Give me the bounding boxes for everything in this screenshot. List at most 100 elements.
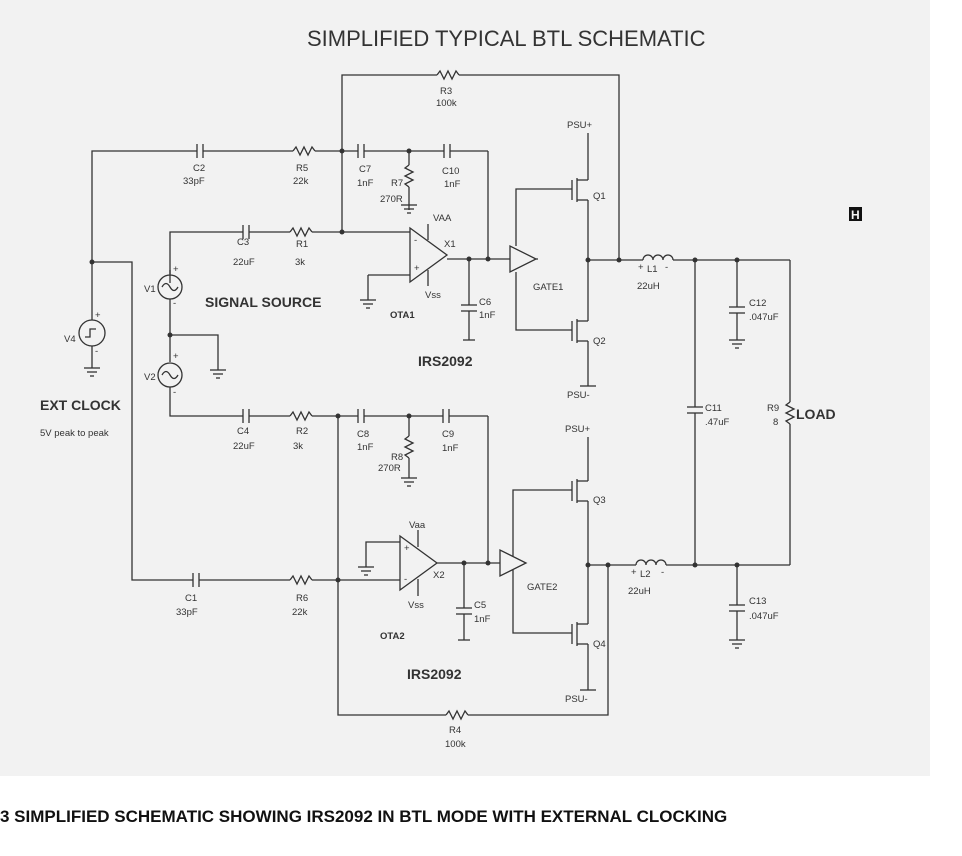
r4-feedback-resistor: R4 100k xyxy=(337,416,609,750)
svg-text:-: - xyxy=(95,346,98,357)
c6-capacitor: C6 1nF xyxy=(461,259,496,341)
c8-r8-c9-network: C8 1nF R8 270R C9 1nF xyxy=(357,409,489,563)
svg-text:R6: R6 xyxy=(296,593,308,604)
svg-text:1nF: 1nF xyxy=(357,178,374,189)
svg-text:R8: R8 xyxy=(391,452,403,463)
svg-text:22k: 22k xyxy=(292,607,308,618)
svg-text:+: + xyxy=(95,310,101,321)
svg-text:100k: 100k xyxy=(436,98,457,109)
side-mark: H xyxy=(851,208,860,222)
svg-text:R1: R1 xyxy=(296,239,308,250)
svg-text:OTA2: OTA2 xyxy=(380,631,405,642)
svg-text:1nF: 1nF xyxy=(474,614,491,625)
svg-text:L1: L1 xyxy=(647,264,658,275)
svg-text:270R: 270R xyxy=(380,194,403,205)
svg-text:R9: R9 xyxy=(767,403,779,414)
svg-text:R4: R4 xyxy=(449,725,461,736)
svg-text:C2: C2 xyxy=(193,163,205,174)
ext-clock-label: EXT CLOCK xyxy=(40,397,121,413)
svg-text:C4: C4 xyxy=(237,426,249,437)
svg-text:C12: C12 xyxy=(749,298,766,309)
svg-text:Vaa: Vaa xyxy=(409,520,426,531)
svg-text:V2: V2 xyxy=(144,372,156,383)
svg-text:-: - xyxy=(665,262,668,273)
svg-text:+: + xyxy=(414,263,420,274)
svg-text:VAA: VAA xyxy=(433,213,452,224)
ota2-amplifier: + - Vaa X2 Vss OTA2 xyxy=(357,520,500,642)
svg-text:C9: C9 xyxy=(442,429,454,440)
svg-text:1nF: 1nF xyxy=(444,179,461,190)
svg-text:Vss: Vss xyxy=(408,600,424,611)
svg-text:-: - xyxy=(404,574,407,585)
q3-mosfet: PSU+ Q3 xyxy=(565,424,606,565)
scanned-schematic-area xyxy=(0,0,930,776)
svg-text:-: - xyxy=(414,235,417,246)
svg-text:Q1: Q1 xyxy=(593,191,606,202)
svg-text:Vss: Vss xyxy=(425,290,441,301)
svg-text:1nF: 1nF xyxy=(357,442,374,453)
r9-load-resistor: R9 8 LOAD xyxy=(767,260,836,565)
svg-text:C10: C10 xyxy=(442,166,459,177)
svg-text:+: + xyxy=(173,264,179,275)
q1-mosfet: PSU+ Q1 xyxy=(567,120,606,260)
gate1-driver: GATE1 xyxy=(509,188,572,331)
ota1-amplifier: - + VAA X1 Vss OTA1 xyxy=(359,213,510,321)
gate2-driver: GATE2 xyxy=(499,489,572,634)
svg-text:-: - xyxy=(173,387,176,398)
svg-text:X2: X2 xyxy=(433,570,445,581)
svg-text:GATE1: GATE1 xyxy=(533,282,563,293)
svg-text:X1: X1 xyxy=(444,239,456,250)
svg-text:+: + xyxy=(631,567,637,578)
svg-text:3k: 3k xyxy=(293,441,303,452)
svg-text:C7: C7 xyxy=(359,164,371,175)
q2-mosfet: Q2 PSU- xyxy=(567,260,606,401)
svg-text:OTA1: OTA1 xyxy=(390,310,415,321)
ext-clock-subtitle: 5V peak to peak xyxy=(40,428,109,439)
c2-r5-path: C2 33pF R5 22k xyxy=(91,144,358,262)
svg-text:33pF: 33pF xyxy=(176,607,198,618)
svg-text:+: + xyxy=(638,262,644,273)
svg-text:33pF: 33pF xyxy=(183,176,205,187)
svg-text:PSU-: PSU- xyxy=(565,694,588,705)
svg-text:R5: R5 xyxy=(296,163,308,174)
v1-signal-source: V1 + - xyxy=(144,264,183,362)
svg-text:+: + xyxy=(404,543,410,554)
c12-capacitor: C12 .047uF xyxy=(728,260,779,349)
svg-text:8: 8 xyxy=(773,417,778,428)
svg-text:.047uF: .047uF xyxy=(749,611,779,622)
svg-text:V4: V4 xyxy=(64,334,76,345)
svg-text:Q2: Q2 xyxy=(593,336,606,347)
svg-text:GATE2: GATE2 xyxy=(527,582,557,593)
signal-source-label: SIGNAL SOURCE xyxy=(205,294,321,310)
figure-caption: 3 SIMPLIFIED SCHEMATIC SHOWING IRS2092 I… xyxy=(0,807,728,826)
svg-text:Q3: Q3 xyxy=(593,495,606,506)
svg-text:-: - xyxy=(661,567,664,578)
c13-capacitor: C13 .047uF xyxy=(728,565,779,649)
irs2092-top-label: IRS2092 xyxy=(418,353,473,369)
svg-text:22uH: 22uH xyxy=(628,586,651,597)
svg-text:.047uF: .047uF xyxy=(749,312,779,323)
source-midpoint-ground-wire xyxy=(170,334,219,370)
svg-text:C8: C8 xyxy=(357,429,369,440)
svg-text:C1: C1 xyxy=(185,593,197,604)
c7-r7-c10-network: C7 1nF R7 270R C10 1nF xyxy=(357,144,489,259)
svg-text:22uF: 22uF xyxy=(233,441,255,452)
svg-text:PSU+: PSU+ xyxy=(567,120,593,131)
svg-text:1nF: 1nF xyxy=(442,443,459,454)
q4-mosfet: Q4 PSU- xyxy=(565,565,606,705)
side-mark-block xyxy=(849,207,862,221)
svg-text:PSU+: PSU+ xyxy=(565,424,591,435)
svg-text:22uF: 22uF xyxy=(233,257,255,268)
svg-text:1nF: 1nF xyxy=(479,310,496,321)
svg-text:R3: R3 xyxy=(440,86,452,97)
svg-text:100k: 100k xyxy=(445,739,466,750)
v4-ext-clock-source: V4 + - xyxy=(64,259,193,581)
svg-text:LOAD: LOAD xyxy=(796,406,836,422)
svg-text:22k: 22k xyxy=(293,176,309,187)
v2-signal-source: V2 + - xyxy=(144,351,243,417)
l1-inductor: + - L1 22uH xyxy=(588,254,790,292)
diagram-title: SIMPLIFIED TYPICAL BTL SCHEMATIC xyxy=(307,26,706,51)
svg-text:PSU-: PSU- xyxy=(567,390,590,401)
c11-capacitor: C11 .47uF xyxy=(687,260,729,565)
